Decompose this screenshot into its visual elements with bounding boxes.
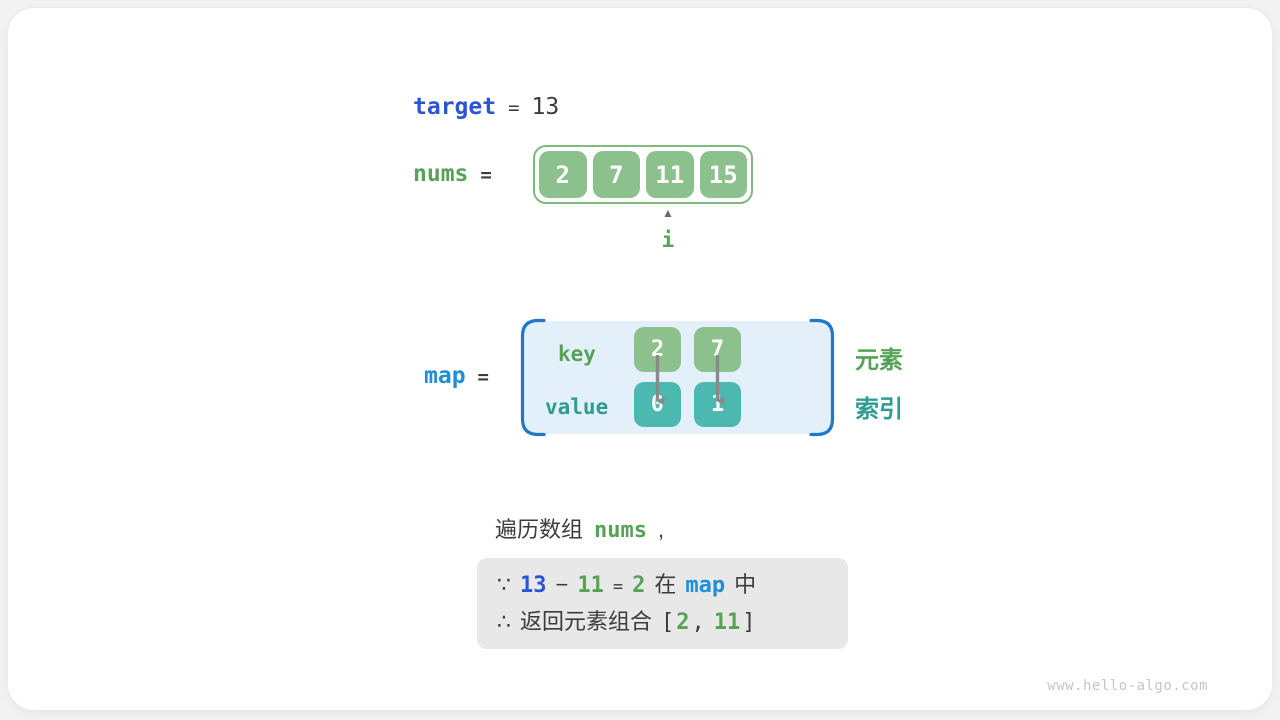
- note-box: ∵ 13 − 11 = 2 在 map 中 ∴ 返回元素组合 [ 2 , 11 …: [477, 558, 848, 649]
- target-keyword: target: [413, 94, 497, 120]
- map-key-cell: 2: [634, 327, 681, 372]
- map-keyword: map: [424, 363, 466, 389]
- nums-array: 2 7 11 15: [533, 145, 753, 204]
- map-equals: =: [477, 366, 489, 388]
- note-in-prefix: 在: [654, 572, 677, 598]
- map-label: map =: [424, 363, 489, 389]
- because-sign: ∵: [497, 572, 511, 598]
- array-cell: 15: [699, 151, 747, 198]
- nums-equals: =: [480, 164, 492, 186]
- index-pointer-label: i: [661, 228, 675, 252]
- note-target-value: 13: [520, 573, 547, 599]
- note-map-keyword: map: [685, 573, 726, 599]
- watermark: www.hello-algo.com: [1047, 678, 1208, 694]
- nums-label: nums =: [413, 161, 492, 187]
- bracket-open: [: [661, 609, 675, 635]
- note-line-therefore: ∴ 返回元素组合 [ 2 , 11 ]: [497, 605, 828, 639]
- array-cell: 2: [539, 151, 587, 198]
- note-difference: 2: [632, 573, 646, 599]
- note-conclusion: 返回元素组合: [520, 608, 653, 634]
- map-value-label: value: [545, 395, 609, 419]
- note-pair-comma: ,: [691, 609, 705, 635]
- bracket-close: ]: [742, 609, 756, 635]
- map-bracket-right: [809, 318, 835, 437]
- legend-index-label: 索引: [855, 396, 903, 423]
- target-row: target = 13: [413, 94, 559, 120]
- note-pair-second: 11: [713, 609, 741, 635]
- map-value-cell: 1: [694, 382, 741, 427]
- note-current-value: 11: [577, 573, 604, 599]
- caption-line: 遍历数组 nums ,: [495, 512, 664, 544]
- array-cell: 11: [646, 151, 694, 198]
- target-equals: =: [508, 97, 520, 119]
- caption-nums-keyword: nums: [594, 518, 647, 543]
- array-cell: 7: [592, 151, 640, 198]
- map-bracket-frame: [520, 318, 835, 437]
- nums-keyword: nums: [413, 161, 469, 187]
- map-key-label: key: [558, 342, 596, 366]
- caption-text: 遍历数组: [495, 517, 584, 542]
- therefore-sign: ∴: [497, 608, 511, 634]
- minus-sign: −: [555, 572, 569, 598]
- map-bracket-left: [520, 318, 546, 437]
- note-in-suffix: 中: [734, 572, 757, 598]
- caption-comma: ,: [658, 517, 665, 542]
- legend-element-label: 元素: [855, 347, 903, 374]
- map-container: key value 2 7 0 1: [520, 318, 835, 437]
- note-line-because: ∵ 13 − 11 = 2 在 map 中: [497, 568, 828, 604]
- target-value: 13: [531, 94, 560, 120]
- map-value-cell: 0: [634, 382, 681, 427]
- note-pair-first: 2: [676, 609, 690, 635]
- map-key-cell: 7: [694, 327, 741, 372]
- index-pointer-icon: ▲: [662, 206, 674, 220]
- note-equals: =: [612, 577, 624, 598]
